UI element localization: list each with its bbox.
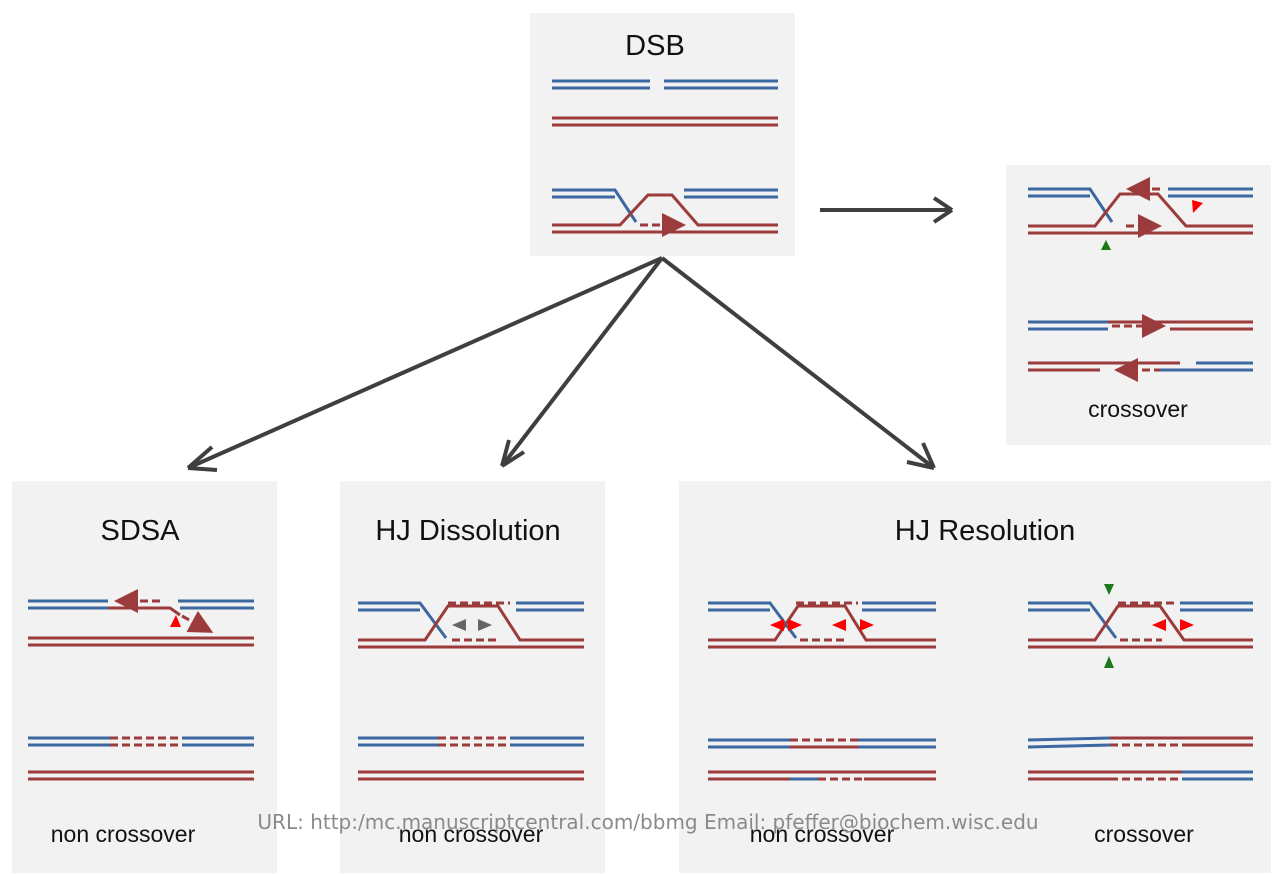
flow-arrows: [186, 196, 954, 472]
cut-marker-red: [1152, 619, 1166, 631]
arrow-to-hj-resolution: [660, 256, 936, 470]
arrowhead-crossover: [932, 196, 954, 224]
cut-marker-green: [1104, 584, 1114, 595]
sdsa-product: [28, 736, 254, 781]
panel-sdsa: SDSA non crossover: [12, 481, 277, 873]
hj-resolution-crossover-intermediate: [1028, 584, 1253, 668]
arrow-to-hj-dissolution: [500, 256, 664, 468]
arrow-to-sdsa: [187, 256, 663, 470]
hj-resolution-crossover-product: [1027, 736, 1253, 781]
panel-crossover-top: crossover: [1006, 165, 1271, 445]
panel-hj-resolution-label-right: crossover: [1094, 821, 1194, 847]
panel-hj-resolution-title: HJ Resolution: [895, 515, 1076, 547]
cut-marker-red: [1192, 200, 1203, 213]
hj-dissolution-intermediate: [358, 601, 584, 649]
sdsa-intermediate: [28, 589, 254, 647]
panel-hj-resolution-label-left: non crossover: [750, 821, 895, 847]
panel-sdsa-title: SDSA: [101, 515, 181, 547]
panel-crossover-top-bg: [1006, 165, 1271, 445]
cut-marker-red: [770, 619, 784, 631]
hj-dissolution-product: [358, 736, 584, 781]
footer-watermark: URL: http:/mc.manuscriptcentral.com/bbmg…: [257, 810, 1038, 834]
panel-hj-resolution-bg: [679, 481, 1271, 873]
panel-sdsa-bg: [12, 481, 277, 873]
cut-marker-red: [1180, 619, 1194, 631]
panel-hj-dissolution-bg: [340, 481, 605, 873]
panel-hj-resolution: HJ Resolution: [679, 481, 1271, 873]
arrowhead-sdsa: [186, 445, 218, 472]
panel-dsb-title: DSB: [625, 30, 685, 62]
arrowhead-hj-dissolution: [500, 439, 526, 468]
cut-marker-red: [860, 619, 874, 631]
cut-marker-green: [1104, 656, 1114, 668]
panel-dsb: DSB: [530, 13, 795, 256]
panel-crossover-top-label: crossover: [1088, 396, 1188, 422]
panel-sdsa-label: non crossover: [51, 821, 196, 847]
arrowhead-hj-resolution: [906, 442, 936, 470]
panel-hj-dissolution: HJ Dissolution non crossover: [340, 481, 605, 873]
panel-hj-dissolution-title: HJ Dissolution: [375, 515, 560, 547]
cut-marker-red: [170, 615, 181, 627]
crossover-top-products: [1028, 314, 1253, 382]
cut-marker-green: [1101, 240, 1111, 250]
hj-resolution-noncrossover-intermediate: [708, 601, 936, 649]
crossover-top-double-hj: [1028, 177, 1253, 250]
cut-marker-red: [832, 619, 846, 631]
cut-marker-red: [788, 619, 802, 631]
cut-marker-gray: [452, 619, 466, 631]
panel-hj-dissolution-label: non crossover: [399, 821, 544, 847]
cut-marker-gray: [478, 619, 492, 631]
hj-resolution-noncrossover-product: [708, 738, 936, 781]
dsb-broken-duplex: [552, 79, 778, 127]
dsb-strand-invasion: [552, 188, 778, 237]
